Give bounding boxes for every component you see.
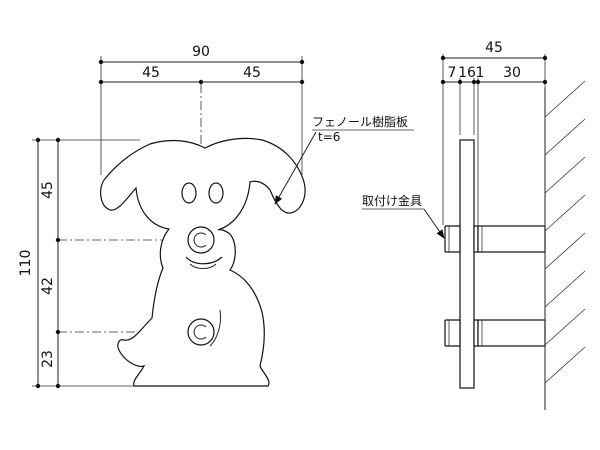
front-vertical-dimensions: 110 45 42 23 — [18, 137, 180, 389]
dim-point — [55, 237, 61, 243]
note-material: フェノール樹脂板 — [312, 114, 408, 129]
wall-section — [544, 80, 586, 410]
hatch-line — [544, 270, 586, 308]
side-plate — [459, 139, 475, 389]
dim-point — [440, 55, 446, 61]
material-note: フェノール樹脂板 t=6 — [274, 114, 414, 205]
note-fitting-leader — [423, 208, 445, 239]
dim-point — [55, 383, 61, 389]
dog-body-outline — [117, 228, 270, 387]
dim-point — [98, 79, 104, 85]
lower-spacer — [477, 319, 546, 347]
upper-fitting — [444, 225, 546, 253]
dim-point — [55, 137, 61, 143]
note-thickness: t=6 — [318, 130, 340, 144]
upper-spacer — [477, 225, 546, 253]
dim-point — [457, 79, 463, 85]
hatch-line — [544, 118, 586, 156]
hatch-line — [544, 80, 586, 118]
dim-middle-segment: 42 — [40, 277, 56, 295]
hatch-line — [544, 346, 586, 384]
dim-point — [98, 59, 104, 65]
dim-point — [542, 55, 548, 61]
dog-eye-left — [181, 182, 197, 204]
front-view: 90 45 45 110 45 42 23 — [18, 44, 414, 389]
hatch-line — [544, 194, 586, 232]
dim-overall-height: 110 — [18, 250, 34, 277]
lower-washer — [473, 319, 479, 347]
dim-point — [471, 79, 477, 85]
upper-cap — [444, 225, 461, 253]
dim-overall-width: 90 — [192, 44, 210, 60]
lower-mount-hole — [187, 318, 215, 346]
dim-point — [35, 137, 41, 143]
dog-leg-line — [209, 309, 221, 347]
note-fitting: 取付け金具 — [362, 193, 422, 208]
dim-point — [542, 79, 548, 85]
lower-fitting — [444, 319, 546, 347]
upper-mount-hole — [187, 226, 215, 254]
dim-half-left: 45 — [142, 65, 160, 81]
dim-point — [55, 329, 61, 335]
hatch-line — [544, 308, 586, 346]
dim-seg-c: 1 — [476, 65, 485, 81]
upper-screw-icon — [193, 232, 207, 248]
side-dimensions: 45 7 16 1 30 — [440, 40, 548, 225]
side-view: 45 7 16 1 30 — [362, 40, 586, 410]
hatch-line — [544, 232, 586, 270]
dog-chin-line — [185, 256, 223, 265]
dim-half-right: 45 — [243, 65, 261, 81]
dim-point — [35, 383, 41, 389]
dim-point — [475, 79, 481, 85]
lower-screw-icon — [193, 324, 207, 340]
dim-point — [198, 79, 204, 85]
dim-top-segment: 45 — [40, 181, 56, 199]
wall-hatching — [544, 80, 586, 384]
dim-point — [299, 79, 305, 85]
dim-overall-depth: 45 — [485, 40, 503, 56]
dim-point — [440, 79, 446, 85]
dim-seg-d: 30 — [503, 65, 521, 81]
dim-seg-b: 16 — [458, 65, 476, 81]
dog-plate-outline — [100, 137, 306, 387]
dog-eye-right — [208, 182, 224, 204]
dim-seg-a: 7 — [448, 65, 457, 81]
lower-cap — [444, 319, 461, 347]
dim-point — [299, 59, 305, 65]
hatch-line — [544, 156, 586, 194]
fitting-note: 取付け金具 — [362, 193, 445, 239]
dog-mouth — [189, 263, 217, 269]
upper-washer — [473, 225, 479, 253]
dim-bottom-segment: 23 — [40, 350, 56, 368]
note-leader-arrow — [274, 131, 317, 205]
